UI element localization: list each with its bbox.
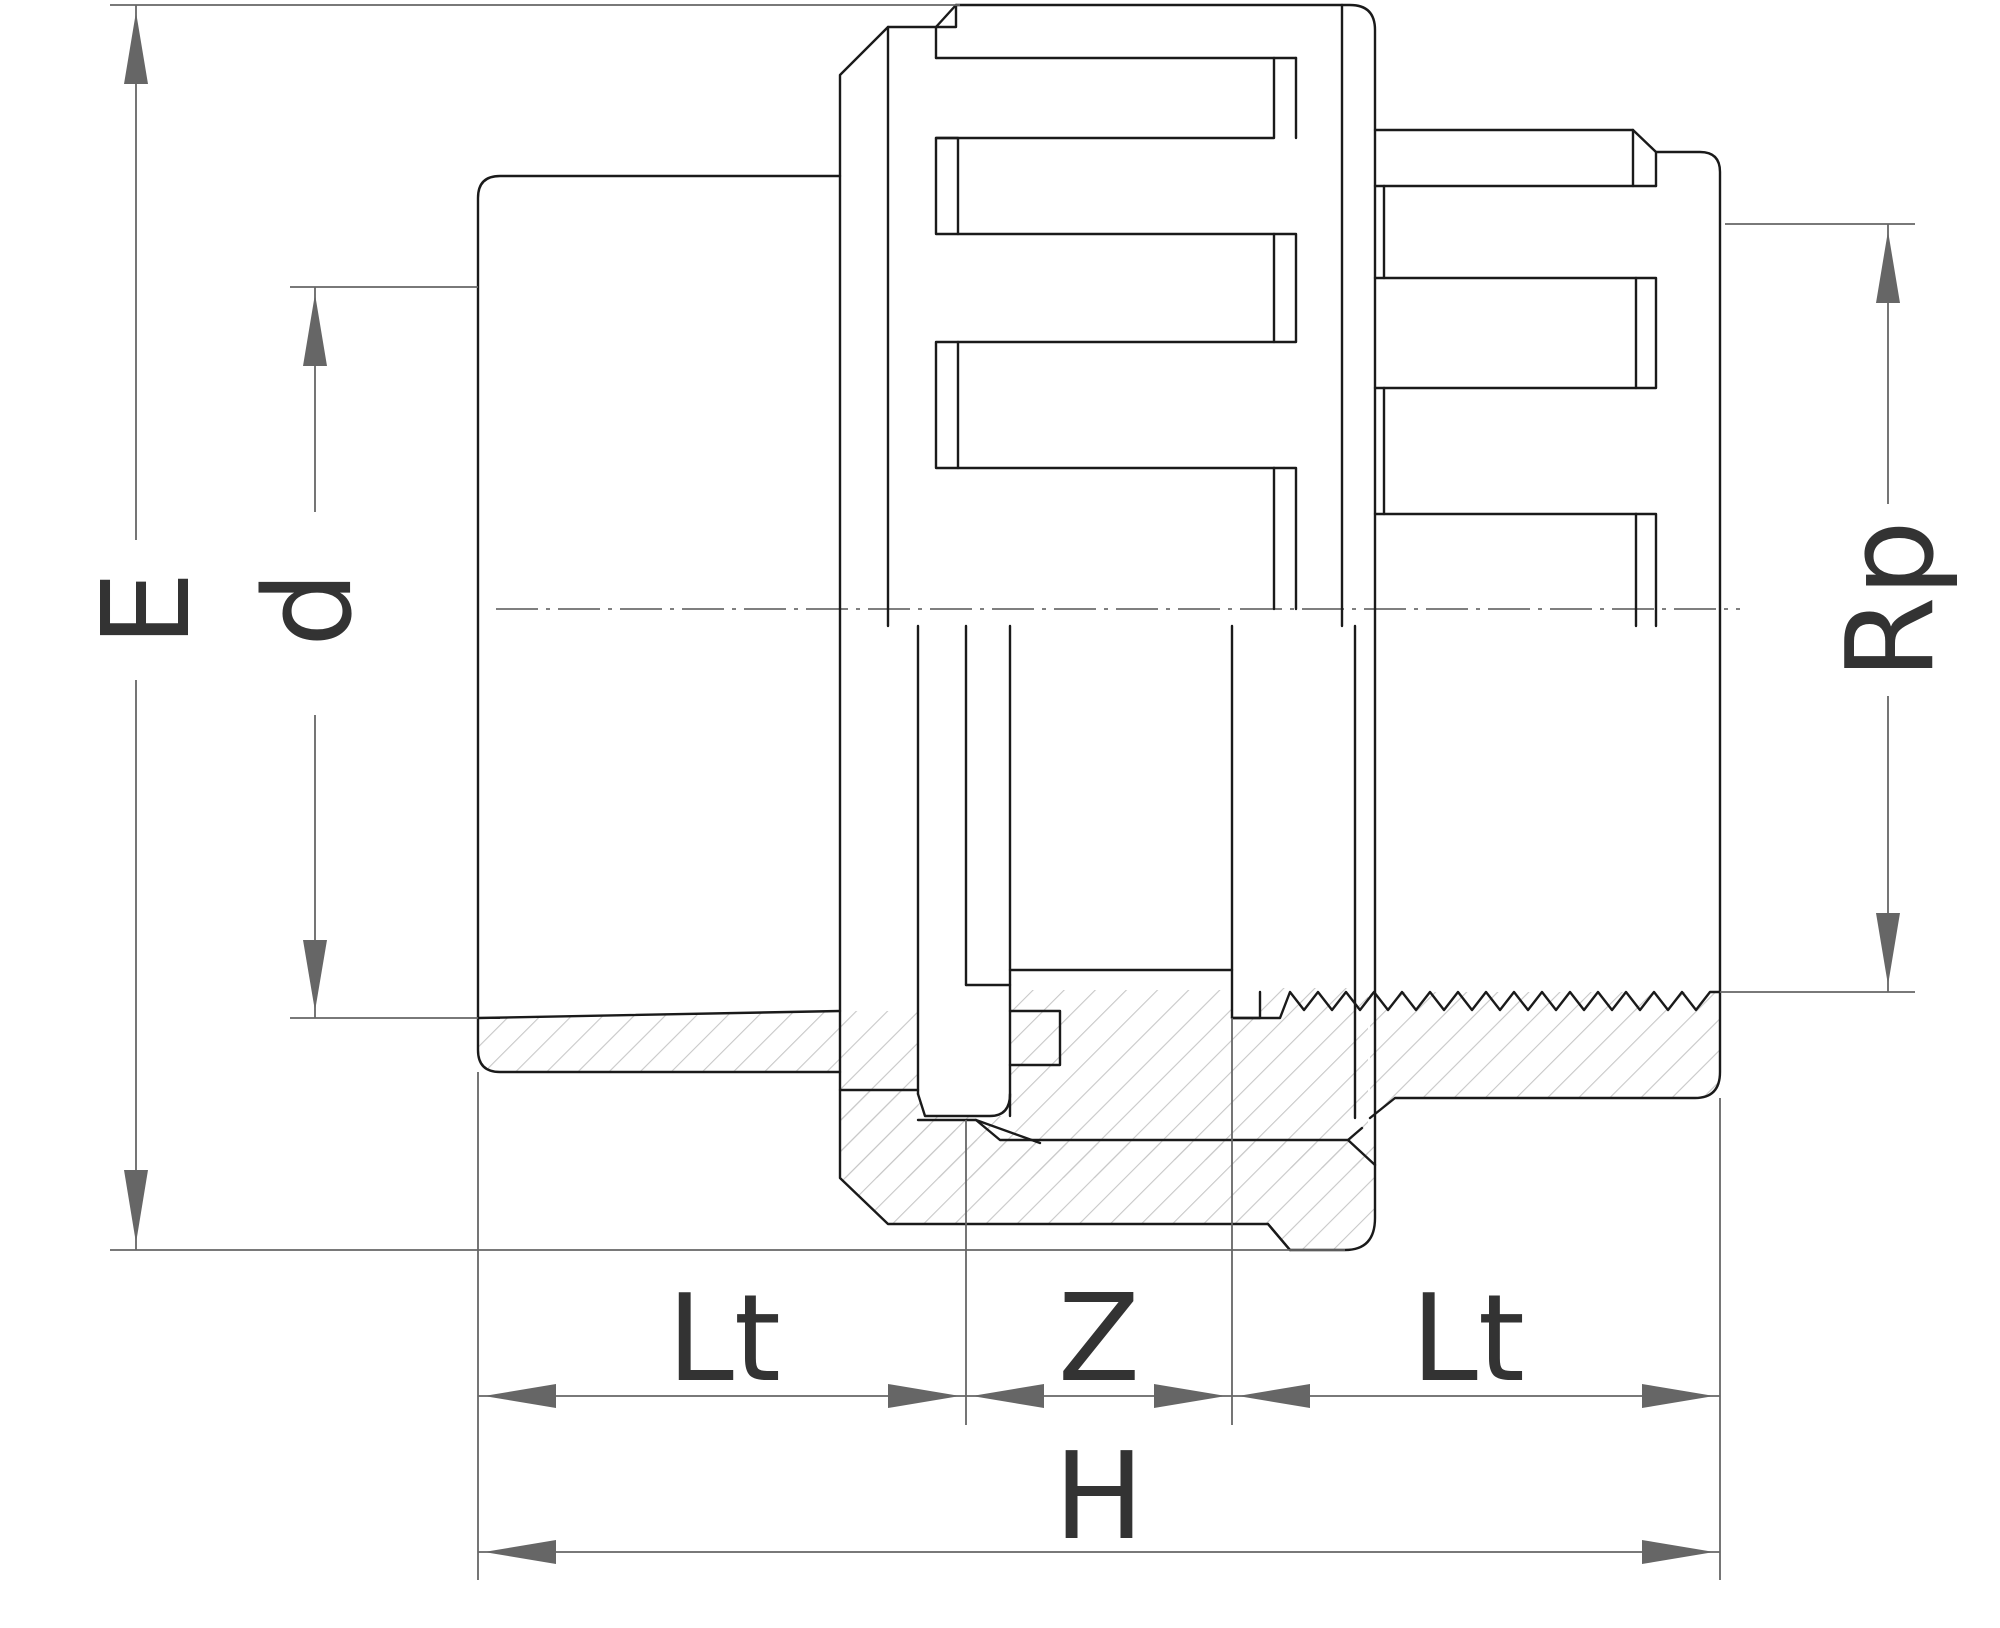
d-arrow-bottom (303, 940, 327, 1011)
lt-right-arrow-end (1642, 1384, 1714, 1408)
d-arrow-top (303, 294, 327, 366)
lt-left-arrow-end (888, 1384, 960, 1408)
label-lt-left: Lt (667, 1270, 781, 1409)
nut-section (840, 1090, 1375, 1250)
dimension-arrows (124, 12, 1900, 1564)
e-arrow-top (124, 12, 148, 84)
right-end-section (1370, 992, 1720, 1118)
label-h: H (1054, 1428, 1144, 1567)
dimension-labels: E d Rp Lt Z Lt H (78, 520, 1961, 1567)
left-end-section (478, 1011, 840, 1072)
label-e: E (78, 571, 217, 647)
label-lt-right: Lt (1411, 1270, 1525, 1409)
label-d: d (240, 571, 379, 647)
lt-left-arrow-start (484, 1384, 556, 1408)
dimension-lines (110, 4, 1915, 1580)
thread-profile (1230, 990, 1722, 1020)
z-arrow-end (1154, 1384, 1226, 1408)
rp-arrow-bottom (1876, 913, 1900, 985)
lt-right-arrow-start (1238, 1384, 1310, 1408)
label-rp: Rp (1822, 520, 1961, 680)
label-z: Z (1058, 1270, 1140, 1409)
section-hatch (478, 988, 1720, 1250)
right-threaded-body (1230, 128, 1722, 1120)
rp-arrow-top (1876, 231, 1900, 303)
left-socket-body (476, 174, 842, 1074)
union-nut (838, 3, 1377, 1252)
h-arrow-end (1642, 1540, 1714, 1564)
h-arrow-start (484, 1540, 556, 1564)
sleeve-section (840, 988, 1368, 1178)
z-arrow-start (972, 1384, 1044, 1408)
e-arrow-bottom (124, 1170, 148, 1243)
